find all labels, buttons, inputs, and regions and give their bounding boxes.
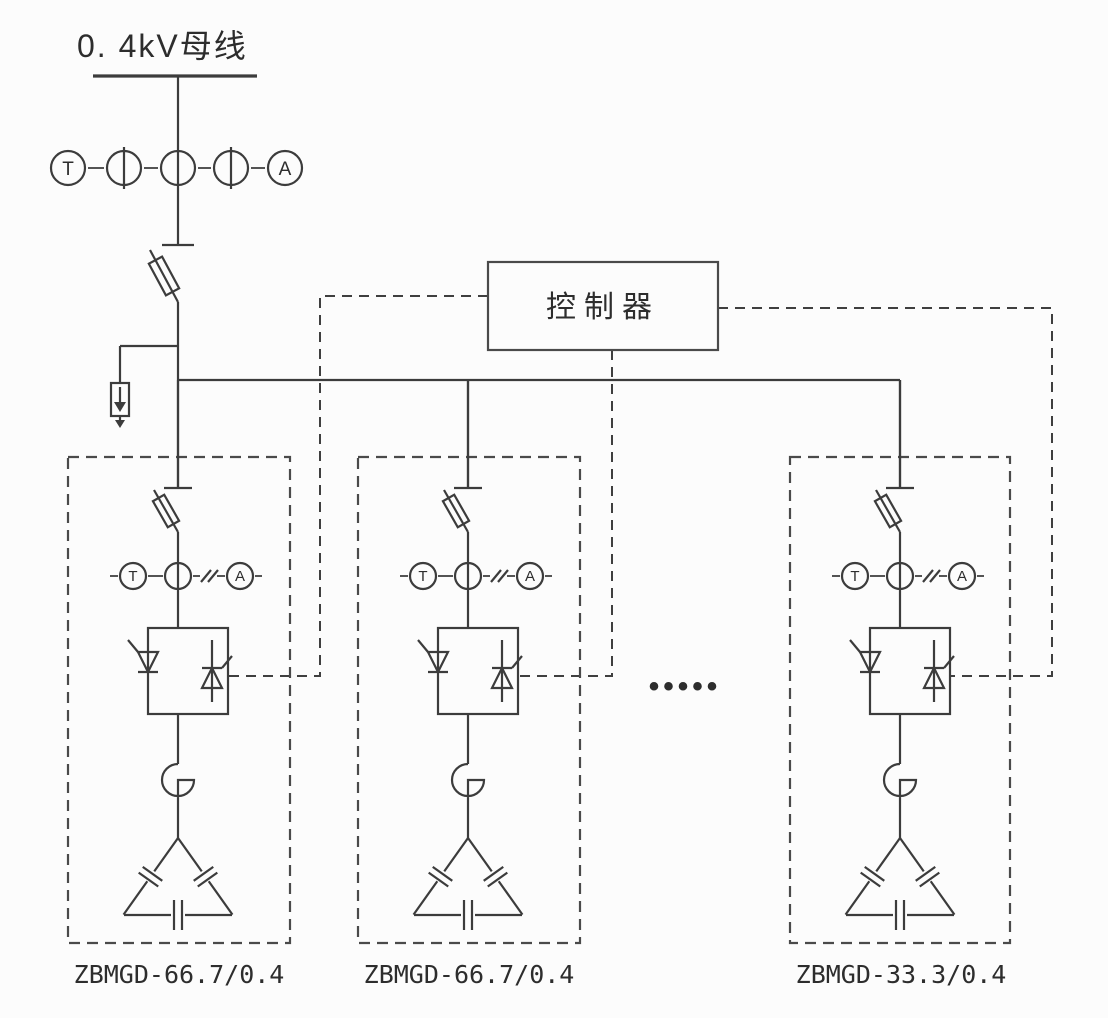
ellipsis-dots: ••••• bbox=[649, 670, 722, 703]
surge-arrester-icon bbox=[109, 381, 131, 428]
tap-lines bbox=[122, 147, 233, 189]
main-fuse-switch-icon bbox=[147, 243, 194, 303]
meter-t-icon bbox=[49, 149, 87, 187]
branch-2-unit bbox=[398, 378, 554, 932]
branch-1-box bbox=[66, 455, 292, 945]
control-line-left bbox=[228, 295, 488, 677]
meter-a-letter: A bbox=[279, 159, 292, 180]
meter-a-icon bbox=[266, 149, 304, 187]
top-instrument-row: T A bbox=[49, 147, 304, 189]
ct-icon bbox=[159, 149, 197, 187]
branch-1-unit bbox=[108, 378, 264, 932]
controller-label: 控制器 bbox=[546, 291, 660, 324]
branch-1-label: ZBMGD-66.7/0.4 bbox=[74, 960, 285, 989]
branch-2-box bbox=[356, 455, 582, 945]
branch-3-unit bbox=[830, 378, 986, 932]
control-line-right bbox=[718, 307, 1053, 677]
controller-box: 控制器 bbox=[486, 260, 720, 352]
branch-2-label: ZBMGD-66.7/0.4 bbox=[364, 960, 575, 989]
meter-t-letter: T bbox=[62, 159, 74, 180]
branch-3-label: ZBMGD-33.3/0.4 bbox=[796, 960, 1007, 989]
control-line-middle bbox=[518, 350, 613, 677]
busbar-title: 0. 4kV母线 bbox=[77, 28, 248, 64]
